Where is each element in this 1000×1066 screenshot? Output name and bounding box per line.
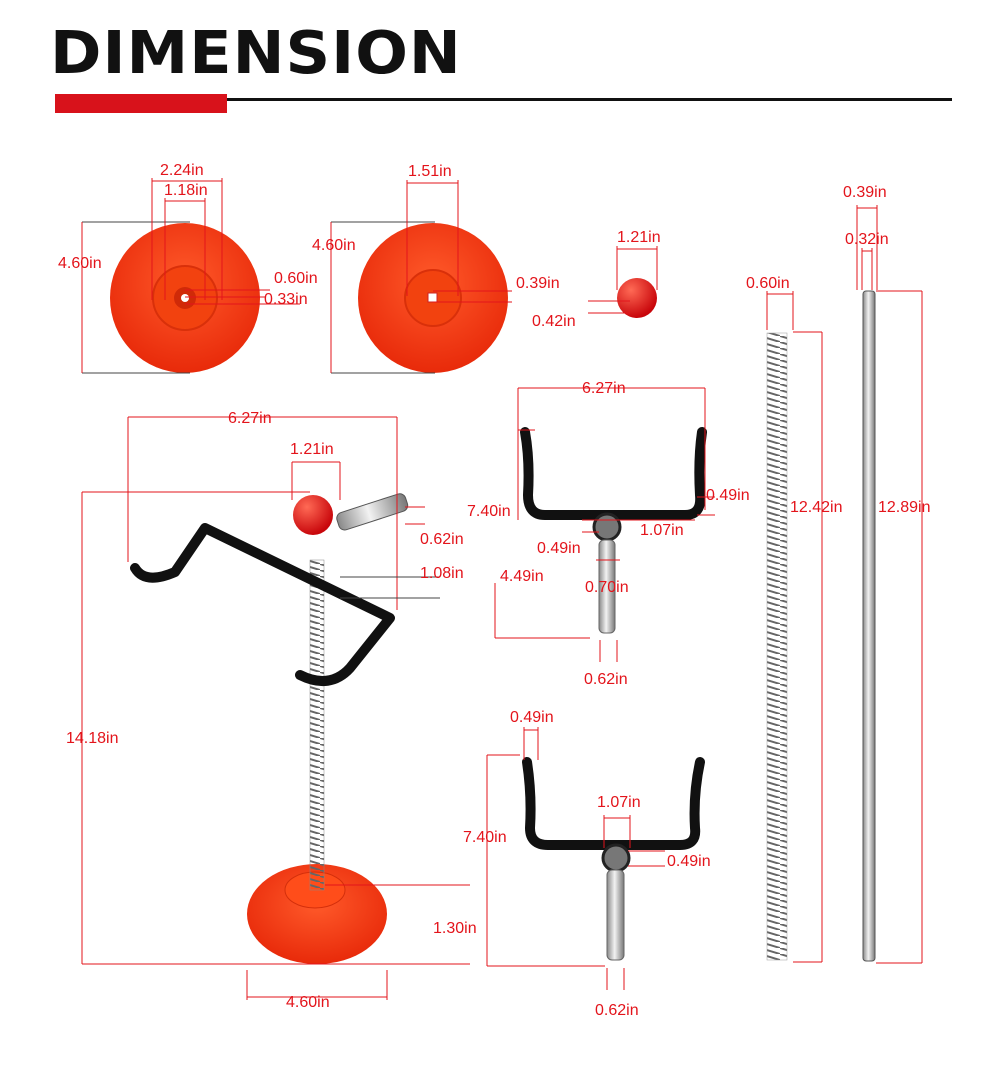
ball-part: 1.21in 0.42in — [532, 229, 661, 330]
dim-assembly-handle2: 1.08in — [420, 565, 464, 582]
dim-spring-length: 12.42in — [790, 499, 843, 516]
dim-hook-a-d2: 1.07in — [640, 522, 684, 539]
hook-b-handle — [606, 869, 625, 961]
dim-hook-b-d2: 1.07in — [597, 794, 641, 811]
title-divider — [227, 98, 952, 101]
assembly-ball — [293, 495, 333, 535]
assembly-base — [247, 864, 387, 964]
dim-spring-d1: 0.60in — [746, 275, 790, 292]
dim-rod-d2: 0.32in — [845, 231, 889, 248]
dim-hook-a-d6: 0.62in — [584, 671, 628, 688]
dim-assembly-width: 6.27in — [228, 410, 272, 427]
dim-base-large-d1: 2.24in — [160, 162, 204, 179]
dim-ball-d2: 0.42in — [532, 313, 576, 330]
dim-base-large-d2: 1.18in — [164, 182, 208, 199]
base-small-hole — [427, 292, 438, 303]
dim-base-small-d1: 1.51in — [408, 163, 452, 180]
spring-part: 0.60in 12.42in — [746, 275, 843, 963]
dim-hook-b-height: 7.40in — [463, 829, 507, 846]
dim-hook-a-d3: 0.49in — [537, 540, 581, 557]
dim-base-large-d3: 0.60in — [274, 270, 318, 287]
dim-hook-a-height: 7.40in — [467, 503, 511, 520]
hook-b: 0.49in 7.40in 1.07in 0.49in 1.30in 0.62i… — [433, 709, 711, 1019]
page-title: DIMENSION — [50, 17, 462, 88]
assembly-spring — [309, 559, 325, 891]
dim-hook-a-d1: 0.49in — [706, 487, 750, 504]
base-small: 4.60in 1.51in 0.39in — [312, 163, 560, 374]
dim-base-large-width: 4.60in — [58, 255, 102, 272]
dim-rod-length: 12.89in — [878, 499, 931, 516]
dim-assembly-base: 4.60in — [286, 994, 330, 1011]
title-accent-bar — [55, 94, 227, 113]
dim-assembly-ball: 1.21in — [290, 441, 334, 458]
dim-hook-b-d4: 1.30in — [433, 920, 477, 937]
dim-hook-a-d5: 0.70in — [585, 579, 629, 596]
dim-hook-b-d1: 0.49in — [510, 709, 554, 726]
spring — [766, 332, 788, 961]
dim-assembly-handle: 0.62in — [420, 531, 464, 548]
dim-ball-d1: 1.21in — [617, 229, 661, 246]
ball — [617, 278, 657, 318]
dim-hook-b-d3: 0.49in — [667, 853, 711, 870]
base-large: 4.60in 2.24in 1.18in 0.60in 0.33in — [58, 162, 318, 374]
hook-a-handle — [598, 539, 616, 634]
dim-hook-a-d4: 4.49in — [500, 568, 544, 585]
dim-base-small-width: 4.60in — [312, 237, 356, 254]
dim-rod-d1: 0.39in — [843, 184, 887, 201]
assembly-handle — [336, 493, 409, 531]
hook-a: 6.27in 7.40in 0.49in 1.07in 0.49in 4.49i… — [467, 380, 750, 688]
dim-base-large-d4: 0.33in — [264, 291, 308, 308]
assembly: 6.27in 1.21in 0.62in 1.08in 14.18in 4.60… — [66, 410, 470, 1011]
dim-hook-a-width: 6.27in — [582, 380, 626, 397]
dim-base-small-d2: 0.39in — [516, 275, 560, 292]
rod — [862, 290, 876, 962]
assembly-hook — [130, 523, 395, 687]
dim-assembly-height: 14.18in — [66, 730, 119, 747]
dim-hook-b-d5: 0.62in — [595, 1002, 639, 1019]
hook-a-frame — [520, 427, 707, 520]
rod-part: 0.39in 0.32in 12.89in — [843, 184, 931, 964]
